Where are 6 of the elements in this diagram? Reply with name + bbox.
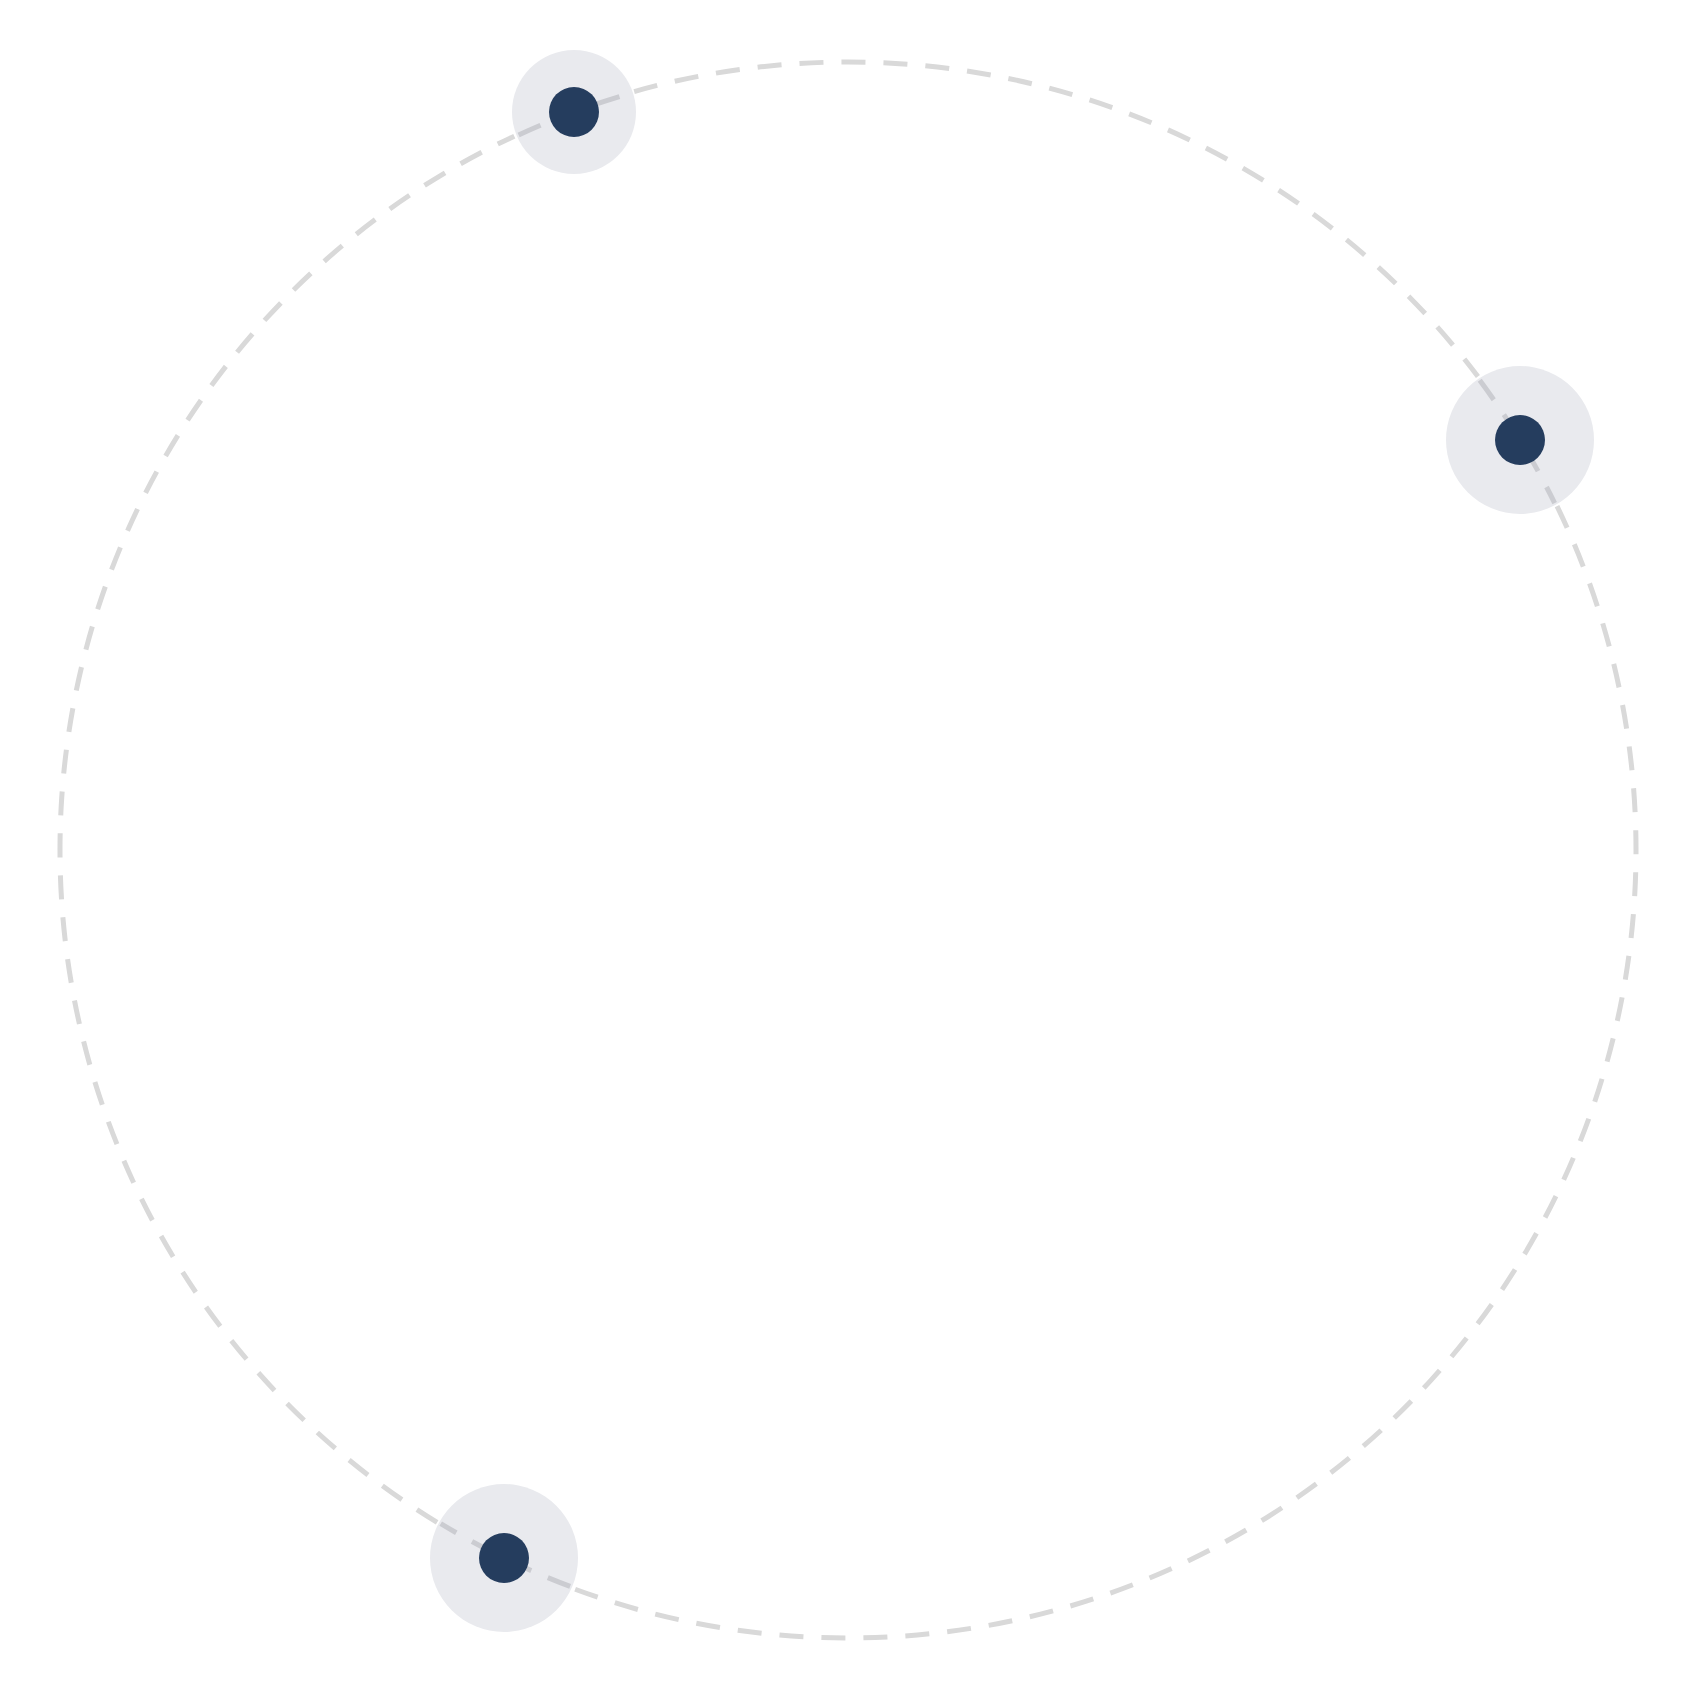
dashed-arc [572,505,1638,1641]
dot-icon [511,49,636,174]
dashed-arc [57,133,516,1525]
dashed-arc [633,59,1480,379]
dot-icon [1446,365,1595,514]
dot-icon [429,1484,578,1633]
